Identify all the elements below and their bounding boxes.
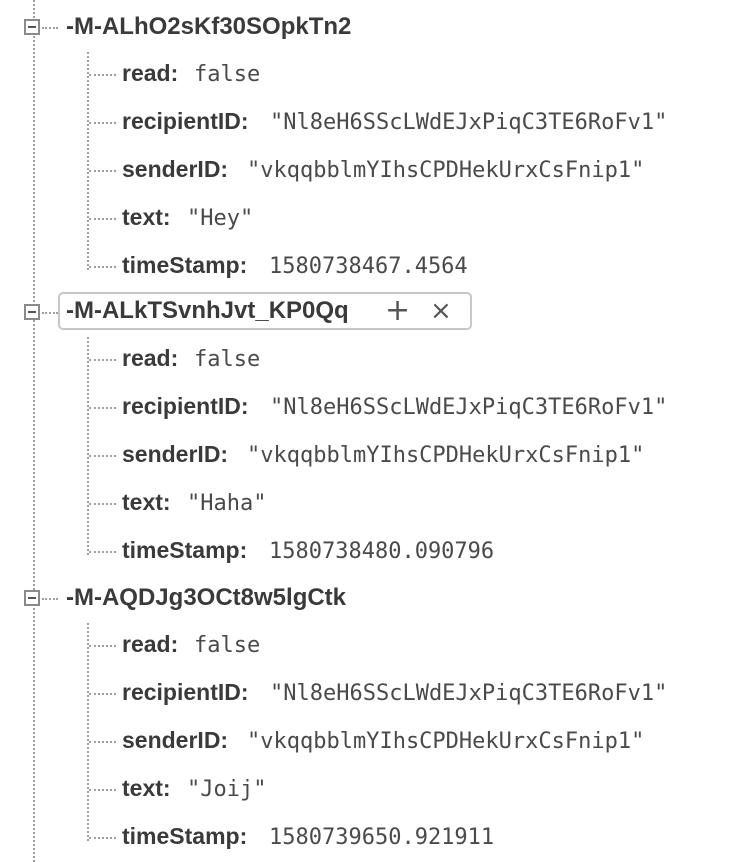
tree-connector: [89, 741, 116, 743]
field-value[interactable]: "Nl8eH6SScLWdEJxPiqC3TE6RoFv1": [270, 395, 668, 420]
field-key: recipientID:: [122, 679, 249, 705]
collapse-icon[interactable]: [24, 590, 40, 606]
field-row[interactable]: senderID: "vkqqbblmYIhsCPDHekUrxCsFnip1": [87, 719, 737, 765]
field-row[interactable]: text: "Haha": [87, 481, 737, 527]
field-value[interactable]: 1580738467.4564: [269, 254, 468, 279]
field-value[interactable]: 1580738480.090796: [269, 539, 495, 564]
field-row[interactable]: timeStamp: 1580738480.090796: [87, 529, 737, 575]
node-key[interactable]: -M-ALhO2sKf30SOpkTn2: [66, 13, 352, 40]
tree-connector: [89, 407, 116, 409]
field-key: recipientID:: [122, 108, 249, 134]
field-row[interactable]: recipientID: "Nl8eH6SScLWdEJxPiqC3TE6RoF…: [87, 671, 737, 717]
field-value[interactable]: "Hey": [187, 206, 254, 231]
tree-connector: [42, 598, 58, 600]
node-key[interactable]: -M-ALkTSvnhJvt_KP0Qq: [66, 297, 349, 324]
field-row[interactable]: senderID: "vkqqbblmYIhsCPDHekUrxCsFnip1": [87, 148, 737, 194]
child-guide-line: [87, 337, 89, 555]
tree-node-row[interactable]: -M-ALkTSvnhJvt_KP0Qq + ×: [0, 287, 740, 335]
close-icon[interactable]: ×: [430, 296, 452, 326]
tree-node-row[interactable]: -M-ALhO2sKf30SOpkTn2: [0, 2, 740, 50]
field-row[interactable]: read: false: [87, 52, 737, 98]
field-value[interactable]: false: [194, 62, 261, 87]
field-value[interactable]: "vkqqbblmYIhsCPDHekUrxCsFnip1": [247, 158, 645, 183]
tree-connector: [89, 551, 116, 553]
tree-connector: [89, 74, 116, 76]
field-key: recipientID:: [122, 393, 249, 419]
field-key: text:: [122, 489, 171, 515]
tree-connector: [89, 266, 116, 268]
field-value[interactable]: false: [194, 347, 261, 372]
tree-connector: [89, 170, 116, 172]
child-guide-line: [87, 623, 89, 841]
tree-connector: [89, 789, 116, 791]
field-row[interactable]: read: false: [87, 337, 737, 383]
tree-connector: [89, 837, 116, 839]
field-key: read:: [122, 345, 179, 371]
field-value[interactable]: "vkqqbblmYIhsCPDHekUrxCsFnip1": [247, 443, 645, 468]
field-key: timeStamp:: [122, 252, 248, 278]
node-key-editor[interactable]: -M-ALkTSvnhJvt_KP0Qq + ×: [58, 292, 472, 330]
field-row[interactable]: timeStamp: 1580738467.4564: [87, 244, 737, 290]
field-value[interactable]: "vkqqbblmYIhsCPDHekUrxCsFnip1": [247, 729, 645, 754]
plus-icon[interactable]: +: [385, 293, 411, 328]
field-value[interactable]: 1580739650.921911: [269, 825, 495, 850]
field-value[interactable]: false: [194, 633, 261, 658]
field-key: senderID:: [122, 727, 229, 753]
tree-node-row[interactable]: -M-AQDJg3OCt8w5lgCtk: [0, 573, 740, 621]
tree-connector: [89, 693, 116, 695]
tree-connector: [42, 312, 58, 314]
field-key: senderID:: [122, 156, 229, 182]
field-row[interactable]: read: false: [87, 623, 737, 669]
field-key: read:: [122, 631, 179, 657]
tree-connector: [42, 27, 58, 29]
field-key: timeStamp:: [122, 537, 248, 563]
field-key: timeStamp:: [122, 823, 248, 849]
field-value[interactable]: "Haha": [187, 491, 267, 516]
tree-connector: [89, 503, 116, 505]
field-row[interactable]: timeStamp: 1580739650.921911: [87, 815, 737, 861]
tree-connector: [89, 122, 116, 124]
collapse-icon[interactable]: [24, 19, 40, 35]
field-row[interactable]: text: "Hey": [87, 196, 737, 242]
field-key: senderID:: [122, 441, 229, 467]
tree-connector: [89, 455, 116, 457]
field-row[interactable]: recipientID: "Nl8eH6SScLWdEJxPiqC3TE6RoF…: [87, 385, 737, 431]
tree-connector: [89, 218, 116, 220]
tree-connector: [89, 359, 116, 361]
field-key: read:: [122, 60, 179, 86]
tree-connector: [89, 645, 116, 647]
field-value[interactable]: "Joij": [187, 777, 267, 802]
field-key: text:: [122, 775, 171, 801]
field-key: text:: [122, 204, 171, 230]
node-key[interactable]: -M-AQDJg3OCt8w5lgCtk: [66, 584, 347, 611]
field-value[interactable]: "Nl8eH6SScLWdEJxPiqC3TE6RoFv1": [270, 110, 668, 135]
field-value[interactable]: "Nl8eH6SScLWdEJxPiqC3TE6RoFv1": [270, 681, 668, 706]
child-guide-line: [87, 52, 89, 270]
field-row[interactable]: senderID: "vkqqbblmYIhsCPDHekUrxCsFnip1": [87, 433, 737, 479]
collapse-icon[interactable]: [24, 304, 40, 320]
tree-guide-line: [33, 0, 35, 862]
field-row[interactable]: recipientID: "Nl8eH6SScLWdEJxPiqC3TE6RoF…: [87, 100, 737, 146]
field-row[interactable]: text: "Joij": [87, 767, 737, 813]
